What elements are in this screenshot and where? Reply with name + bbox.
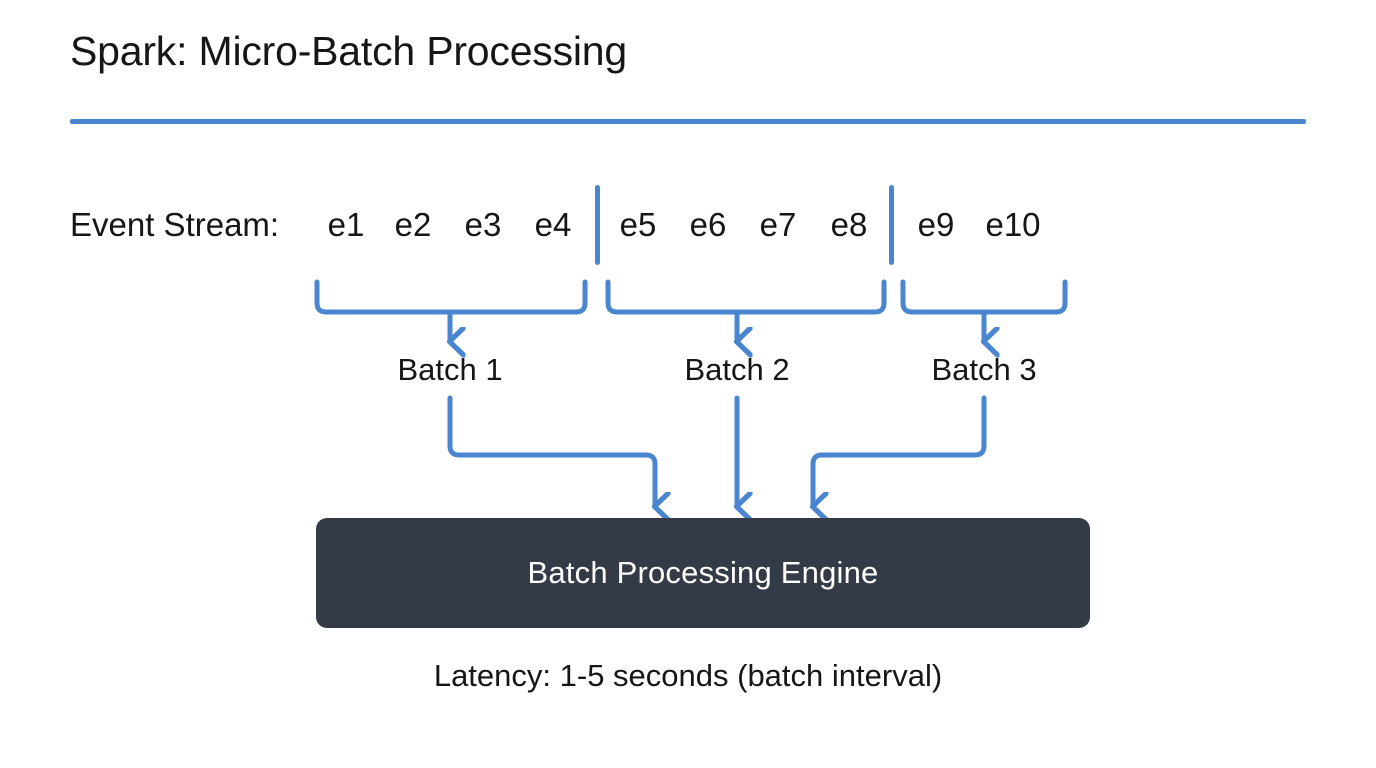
event-token-e6: e6 — [689, 206, 727, 243]
event-token-e10: e10 — [985, 206, 1041, 243]
batch-divider-1 — [595, 185, 600, 265]
batch-label-1: Batch 1 — [397, 352, 503, 387]
batch-label-3: Batch 3 — [931, 352, 1037, 387]
event-token-e1: e1 — [327, 206, 365, 243]
event-stream-label: Event Stream: — [70, 206, 280, 243]
title-underline-rule — [70, 119, 1306, 124]
engine-label: Batch Processing Engine — [527, 555, 879, 590]
event-token-e8: e8 — [830, 206, 868, 243]
event-token-e5: e5 — [619, 206, 657, 243]
event-token-e2: e2 — [394, 206, 432, 243]
batch-divider-2 — [889, 185, 894, 265]
page-title: Spark: Micro-Batch Processing — [70, 28, 628, 74]
latency-caption: Latency: 1-5 seconds (batch interval) — [433, 658, 943, 693]
event-token-e4: e4 — [534, 206, 572, 243]
event-token-e7: e7 — [759, 206, 797, 243]
batch-processing-engine-box: Batch Processing Engine — [316, 518, 1090, 628]
event-token-e9: e9 — [917, 206, 955, 243]
batch-label-2: Batch 2 — [684, 352, 790, 387]
event-token-e3: e3 — [464, 206, 502, 243]
